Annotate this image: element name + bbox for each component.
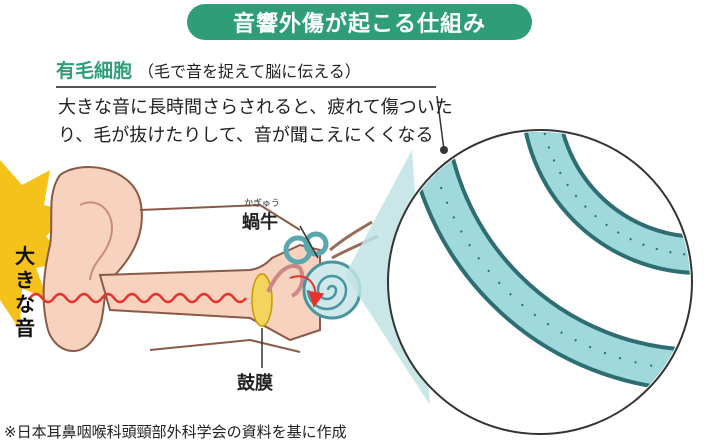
source-note: ※日本耳鼻咽喉科頭頸部外科学会の資料を基に作成 (4, 423, 347, 441)
cochlea-reading: かぎゅう (244, 199, 280, 209)
damage-description: 大きな音に長時間さらされると、疲れて傷ついたり、毛が抜けたりして、音が聞こえにく… (58, 97, 453, 146)
hair-cell-heading: 有毛細胞 （毛で音を捉えて脳に伝える） (56, 56, 361, 83)
heading-divider (56, 86, 436, 88)
cochlea-label: 蝸牛 (242, 212, 278, 233)
hair-cell-explanation: （毛で音を捉えて脳に伝える） (138, 62, 361, 81)
page-title: 音響外傷が起こる仕組み (187, 4, 532, 40)
outer-ear (42, 166, 143, 352)
sound-wave (29, 292, 247, 304)
hair-cell-name: 有毛細胞 (56, 60, 133, 82)
sound-burst-icon (0, 160, 72, 330)
loud-sound-label: 大きな音 (15, 244, 35, 340)
eardrum-label: 鼓膜 (237, 373, 273, 394)
eardrum-shape (251, 273, 273, 327)
